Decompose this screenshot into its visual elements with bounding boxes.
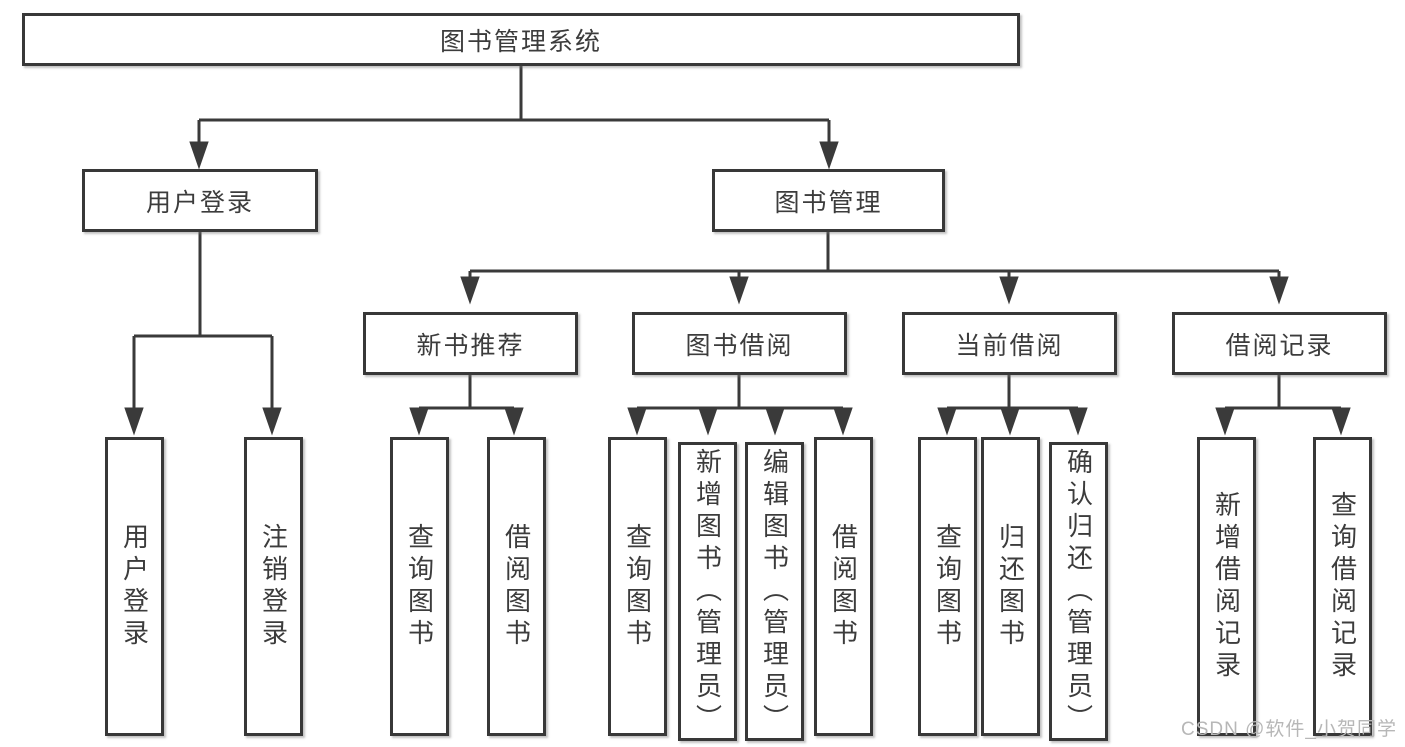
node-user-login-label: 用户登录	[145, 188, 254, 217]
leaf-add-borrow-record: 新增借阅记录	[1197, 437, 1256, 736]
leaf-current-query-books: 查询图书	[918, 437, 977, 736]
connectors	[124, 65, 1351, 436]
leaf-recommend-borrow-books: 借阅图书	[487, 437, 546, 736]
leaf-query-borrow-record: 查询借阅记录	[1313, 437, 1372, 736]
node-new-book-recommend-label: 新书推荐	[416, 331, 525, 360]
node-new-book-recommend: 新书推荐	[363, 312, 578, 375]
leaf-confirm-return-admin: 确认归还（管理员）	[1049, 442, 1108, 741]
leaf-borrow-query-books: 查询图书	[608, 437, 667, 736]
leaf-recommend-query-books: 查询图书	[390, 437, 449, 736]
leaf-return-books: 归还图书	[981, 437, 1040, 736]
node-root: 图书管理系统	[22, 13, 1020, 66]
node-user-login: 用户登录	[82, 169, 318, 232]
node-root-label: 图书管理系统	[439, 27, 602, 56]
node-book-borrow-label: 图书借阅	[685, 331, 794, 360]
node-borrow-record: 借阅记录	[1172, 312, 1387, 375]
leaf-user-login: 用户登录	[105, 437, 164, 736]
leaf-edit-books-admin: 编辑图书（管理员）	[745, 442, 804, 741]
node-book-management: 图书管理	[712, 169, 945, 232]
node-current-borrow-label: 当前借阅	[955, 331, 1064, 360]
node-borrow-record-label: 借阅记录	[1225, 331, 1334, 360]
csdn-watermark: CSDN @软件_小贺同学	[1181, 719, 1397, 740]
node-book-borrow: 图书借阅	[632, 312, 847, 375]
leaf-add-books-admin: 新增图书（管理员）	[678, 442, 737, 741]
node-book-management-label: 图书管理	[774, 188, 883, 217]
leaf-borrow-books: 借阅图书	[814, 437, 873, 736]
node-current-borrow: 当前借阅	[902, 312, 1117, 375]
leaf-logout: 注销登录	[244, 437, 303, 736]
